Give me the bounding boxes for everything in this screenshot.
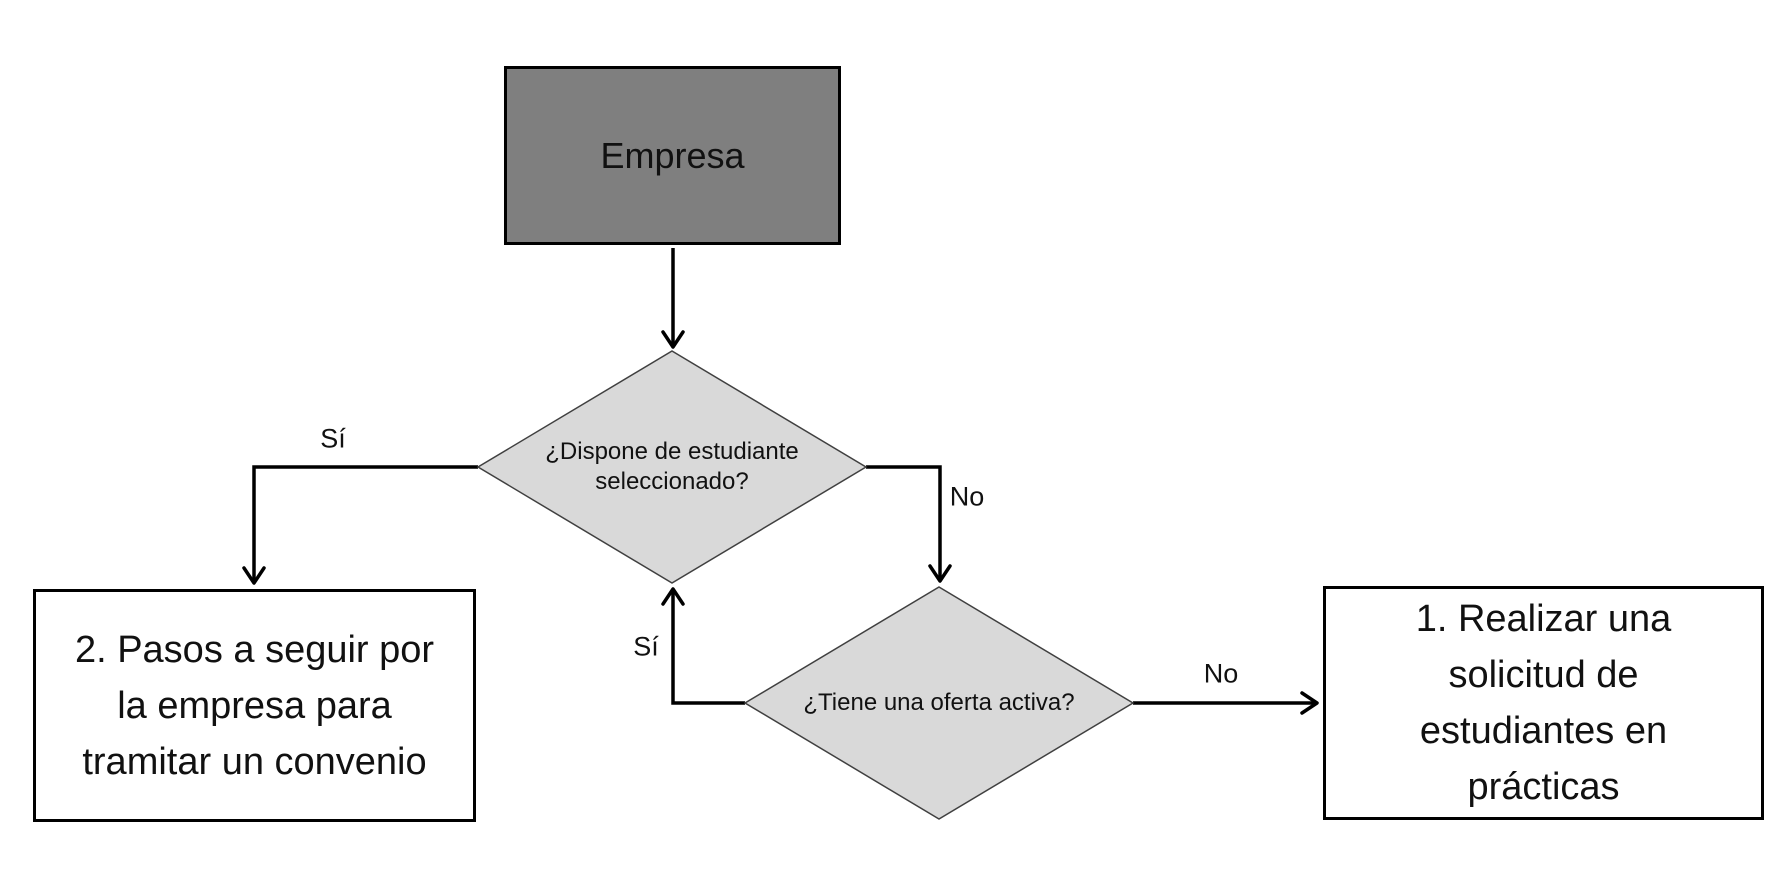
edge-decision1-yes-to-outcome-left <box>242 465 478 585</box>
decision1-diamond <box>476 350 868 584</box>
outcome-convenio-line1: 2. Pasos a seguir por <box>74 628 435 671</box>
node-empresa-label: Empresa <box>600 134 745 176</box>
outcome-convenio-line3: tramitar un convenio <box>82 740 427 783</box>
edge-label-decision1-no: No <box>949 481 985 512</box>
edge-label-decision2-yes: Sí <box>633 631 659 662</box>
decision2-diamond <box>743 586 1135 820</box>
outcome-solicitud-line1: 1. Realizar una <box>1415 598 1672 640</box>
outcome-solicitud-line2: solicitud de <box>1448 654 1639 696</box>
edge-label-decision2-no: No <box>1203 658 1239 689</box>
node-outcome-convenio: 2. Pasos a seguir por la empresa para tr… <box>33 589 476 822</box>
outcome-solicitud-line4: prácticas <box>1467 766 1620 808</box>
node-outcome-solicitud: 1. Realizar una solicitud de estudiantes… <box>1323 586 1764 820</box>
edge-decision1-no-to-decision2 <box>866 465 952 583</box>
outcome-convenio-line2: la empresa para <box>117 684 392 727</box>
edge-label-decision1-yes: Sí <box>320 423 346 454</box>
node-empresa: Empresa <box>504 66 841 245</box>
edge-decision2-yes-to-decision1 <box>661 587 745 705</box>
outcome-solicitud-line3: estudiantes en <box>1419 710 1668 752</box>
